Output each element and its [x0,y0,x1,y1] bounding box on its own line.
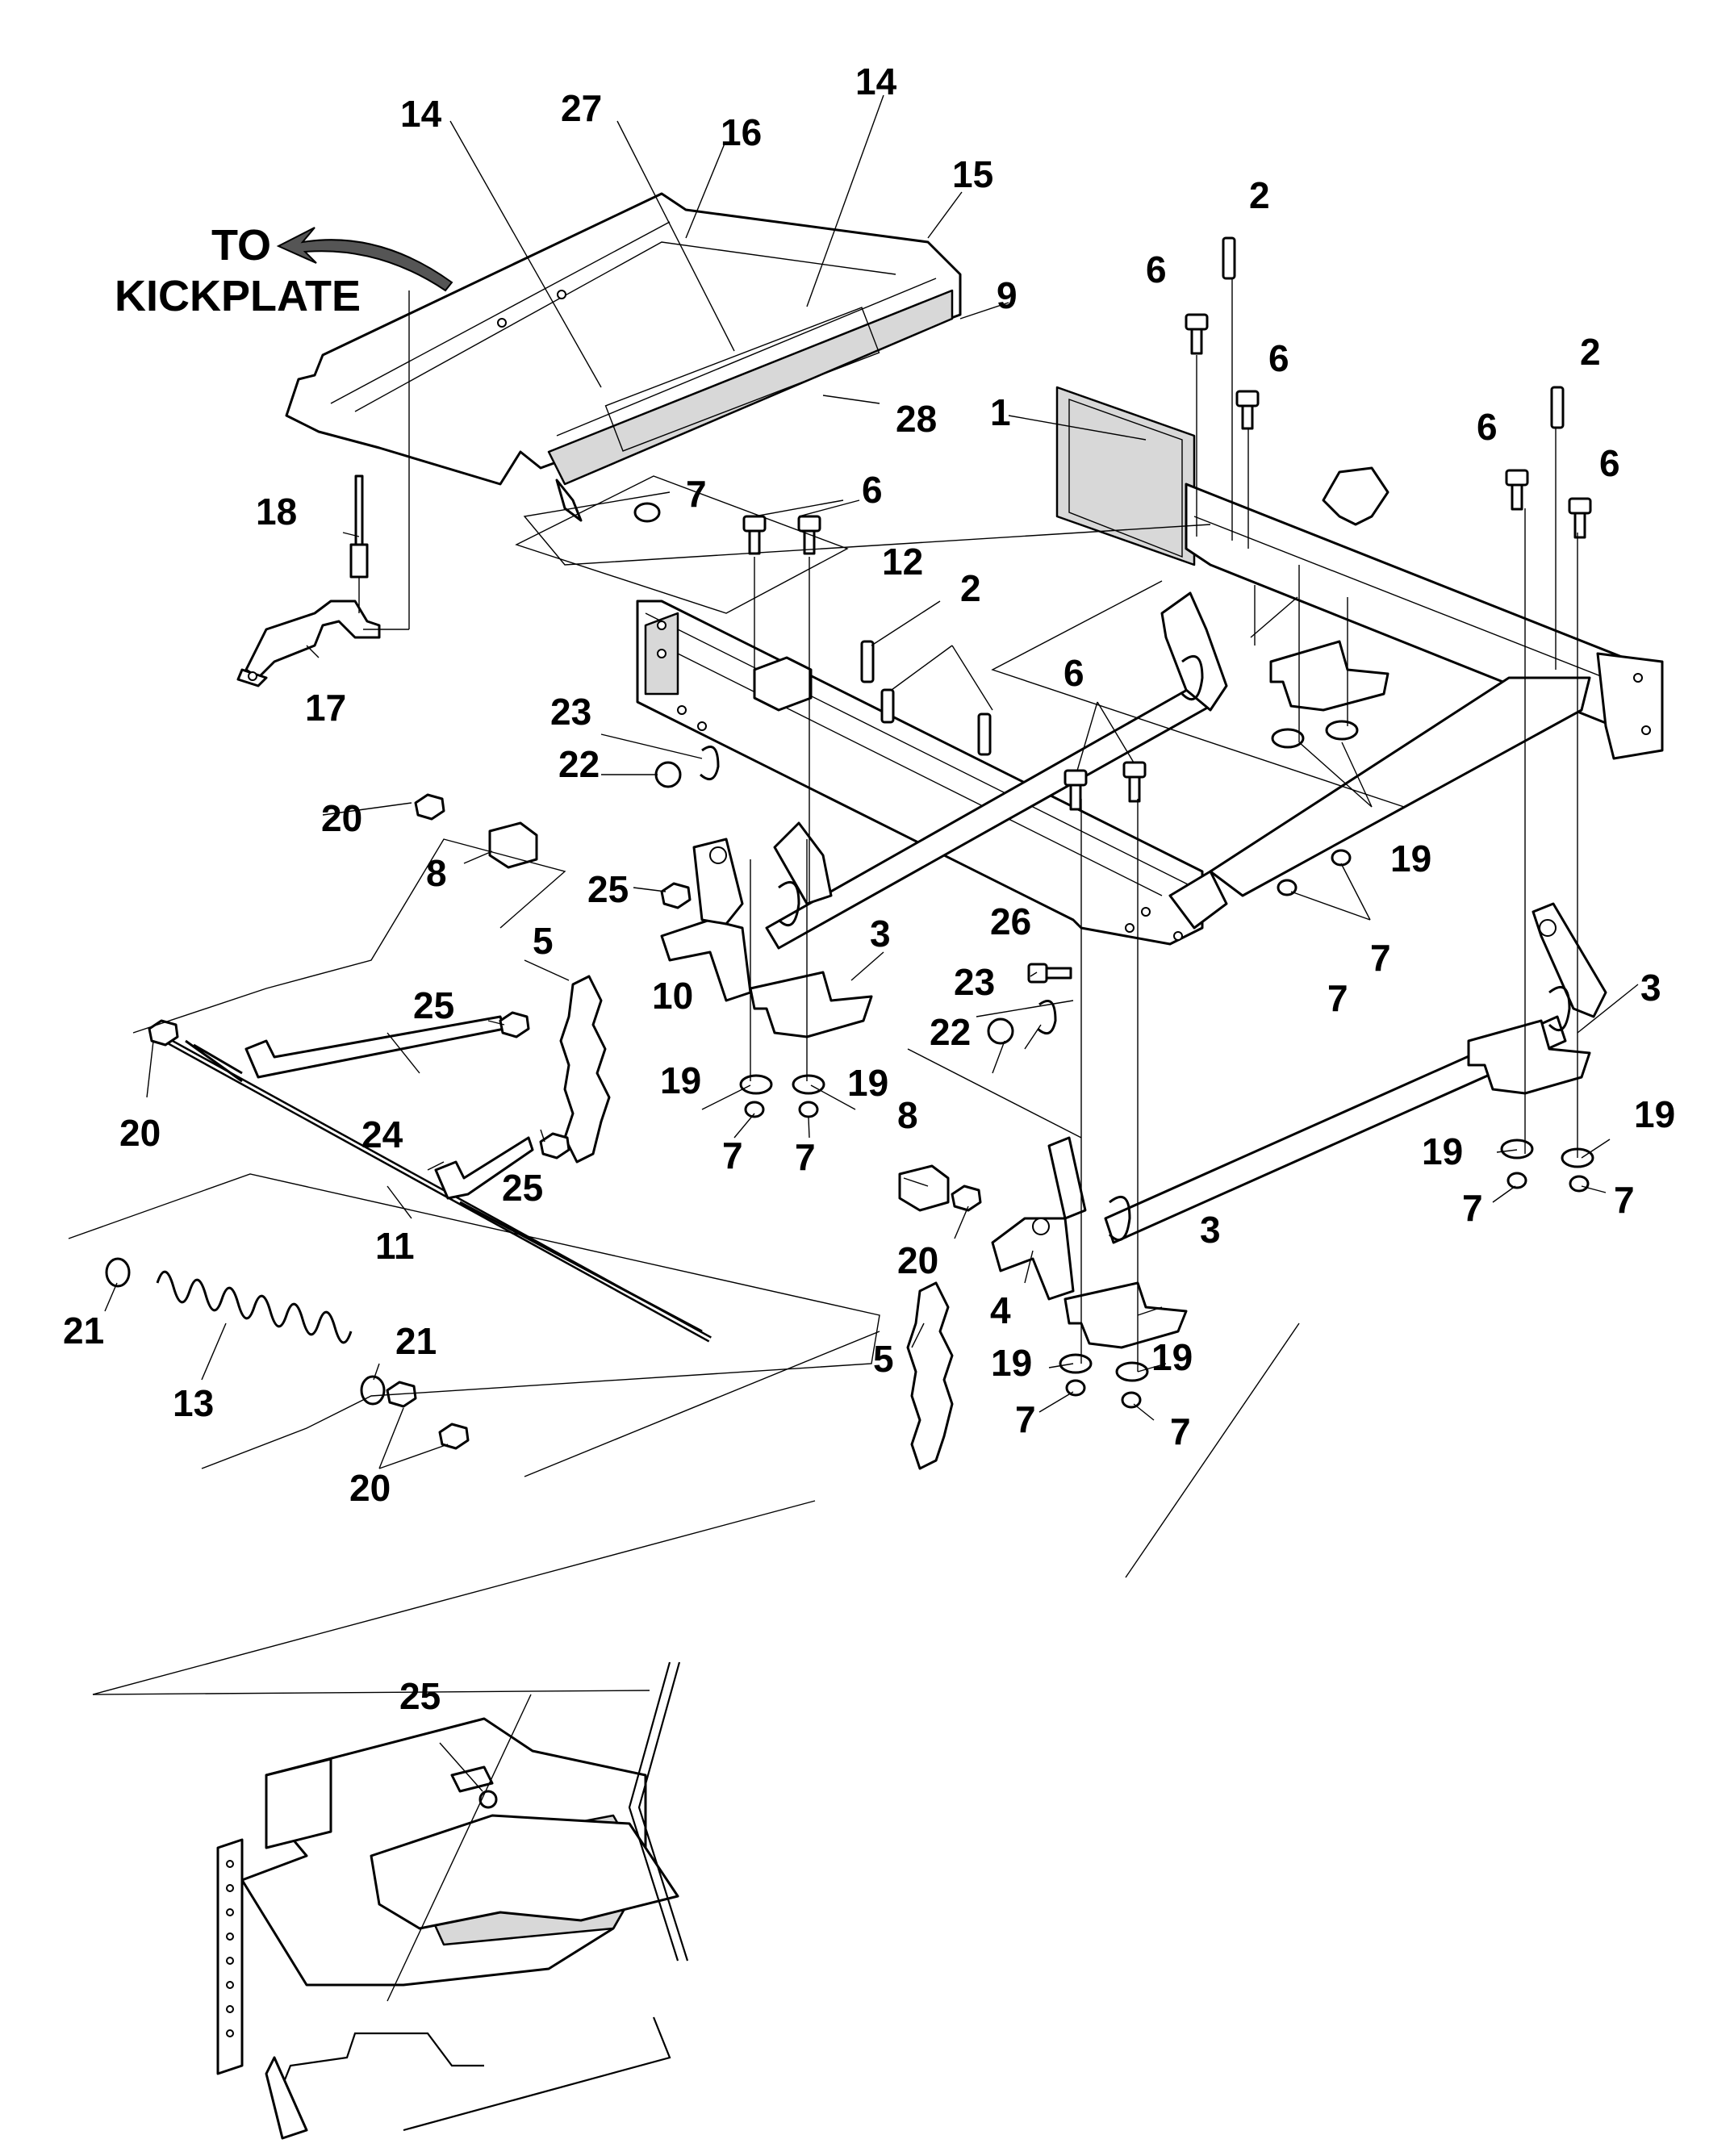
callout-2: 2 [960,567,981,609]
callout-labels: 1 2 2 2 3 3 3 4 5 5 6 6 6 6 6 6 7 7 7 7 … [63,61,1675,1717]
chain-links-5 [559,975,954,1470]
callout-21: 21 [395,1320,437,1362]
callout-6: 6 [1146,249,1167,290]
callout-18: 18 [256,491,297,533]
callout-13: 13 [173,1382,214,1424]
callout-19: 19 [1390,838,1431,880]
callout-27: 27 [561,87,602,129]
callout-19: 19 [847,1062,888,1104]
callout-20: 20 [119,1112,161,1154]
callout-25: 25 [413,984,454,1026]
callout-23: 23 [550,691,591,733]
callout-20: 20 [349,1467,391,1509]
callout-5: 5 [533,920,554,962]
callout-22: 22 [930,1011,971,1053]
callout-7: 7 [1015,1398,1036,1440]
callout-6: 6 [1268,337,1289,379]
rivet-18 [349,474,369,613]
callout-15: 15 [952,153,993,195]
rod-11 [152,1030,712,1343]
callout-16: 16 [721,111,762,153]
callout-25: 25 [587,868,629,910]
front-axle-10 [660,591,1228,1002]
callout-26: 26 [990,900,1031,942]
callout-3: 3 [1640,967,1661,1009]
callout-2: 2 [1580,331,1601,373]
callout-9: 9 [997,274,1018,316]
callout-6: 6 [1477,406,1498,448]
callout-10: 10 [652,975,693,1017]
callout-19: 19 [1151,1336,1193,1378]
callout-7: 7 [1614,1179,1635,1221]
callout-19: 19 [660,1059,701,1101]
bracket-17 [236,290,410,687]
kickplate-label-line1: TO [211,221,271,270]
callout-22: 22 [558,743,600,785]
main-frame [636,386,1664,946]
callout-24: 24 [361,1114,403,1155]
callout-12: 12 [882,541,923,583]
callout-6: 6 [1599,442,1620,484]
callout-5: 5 [873,1338,894,1380]
callout-11: 11 [375,1225,415,1267]
spring-13 [105,1257,386,1406]
callout-2: 2 [1249,174,1270,216]
callout-23: 23 [954,961,995,1003]
callout-25: 25 [399,1675,441,1717]
callout-19: 19 [1634,1093,1675,1135]
callout-3: 3 [1200,1209,1221,1251]
callout-8: 8 [426,852,447,894]
deck-assembly [216,1661,689,2140]
callout-20: 20 [897,1239,938,1281]
hardware [148,236,1594,1450]
callout-28: 28 [896,398,937,440]
brackets-3 [749,640,1591,1349]
callout-20: 20 [321,797,362,839]
callout-6: 6 [1063,652,1084,694]
callout-17: 17 [305,687,346,729]
kickplate-arrow-icon [276,227,453,292]
callout-14: 14 [855,61,897,102]
rear-axle-4 [991,902,1607,1301]
callout-6: 6 [862,469,883,511]
callout-21: 21 [63,1310,104,1352]
callout-7: 7 [1327,977,1348,1019]
callout-7: 7 [1462,1187,1483,1229]
callout-14: 14 [400,93,442,135]
callout-7: 7 [1370,937,1391,979]
callout-25: 25 [502,1167,543,1209]
footrest-platform [285,192,962,522]
kickplate-reference: TO KICKPLATE [115,221,453,320]
callout-7: 7 [795,1136,816,1178]
callout-19: 19 [991,1342,1032,1384]
callout-7: 7 [686,473,707,515]
callout-7: 7 [1170,1410,1191,1452]
callout-3: 3 [870,913,891,955]
leader-lines [68,94,1639,2002]
callout-19: 19 [1422,1130,1463,1172]
kickplate-label-line2: KICKPLATE [115,272,361,320]
callout-1: 1 [990,391,1011,433]
bolts-24 [244,1015,534,1200]
callout-8: 8 [897,1094,918,1136]
callout-4: 4 [990,1289,1011,1331]
callout-7: 7 [722,1134,743,1176]
